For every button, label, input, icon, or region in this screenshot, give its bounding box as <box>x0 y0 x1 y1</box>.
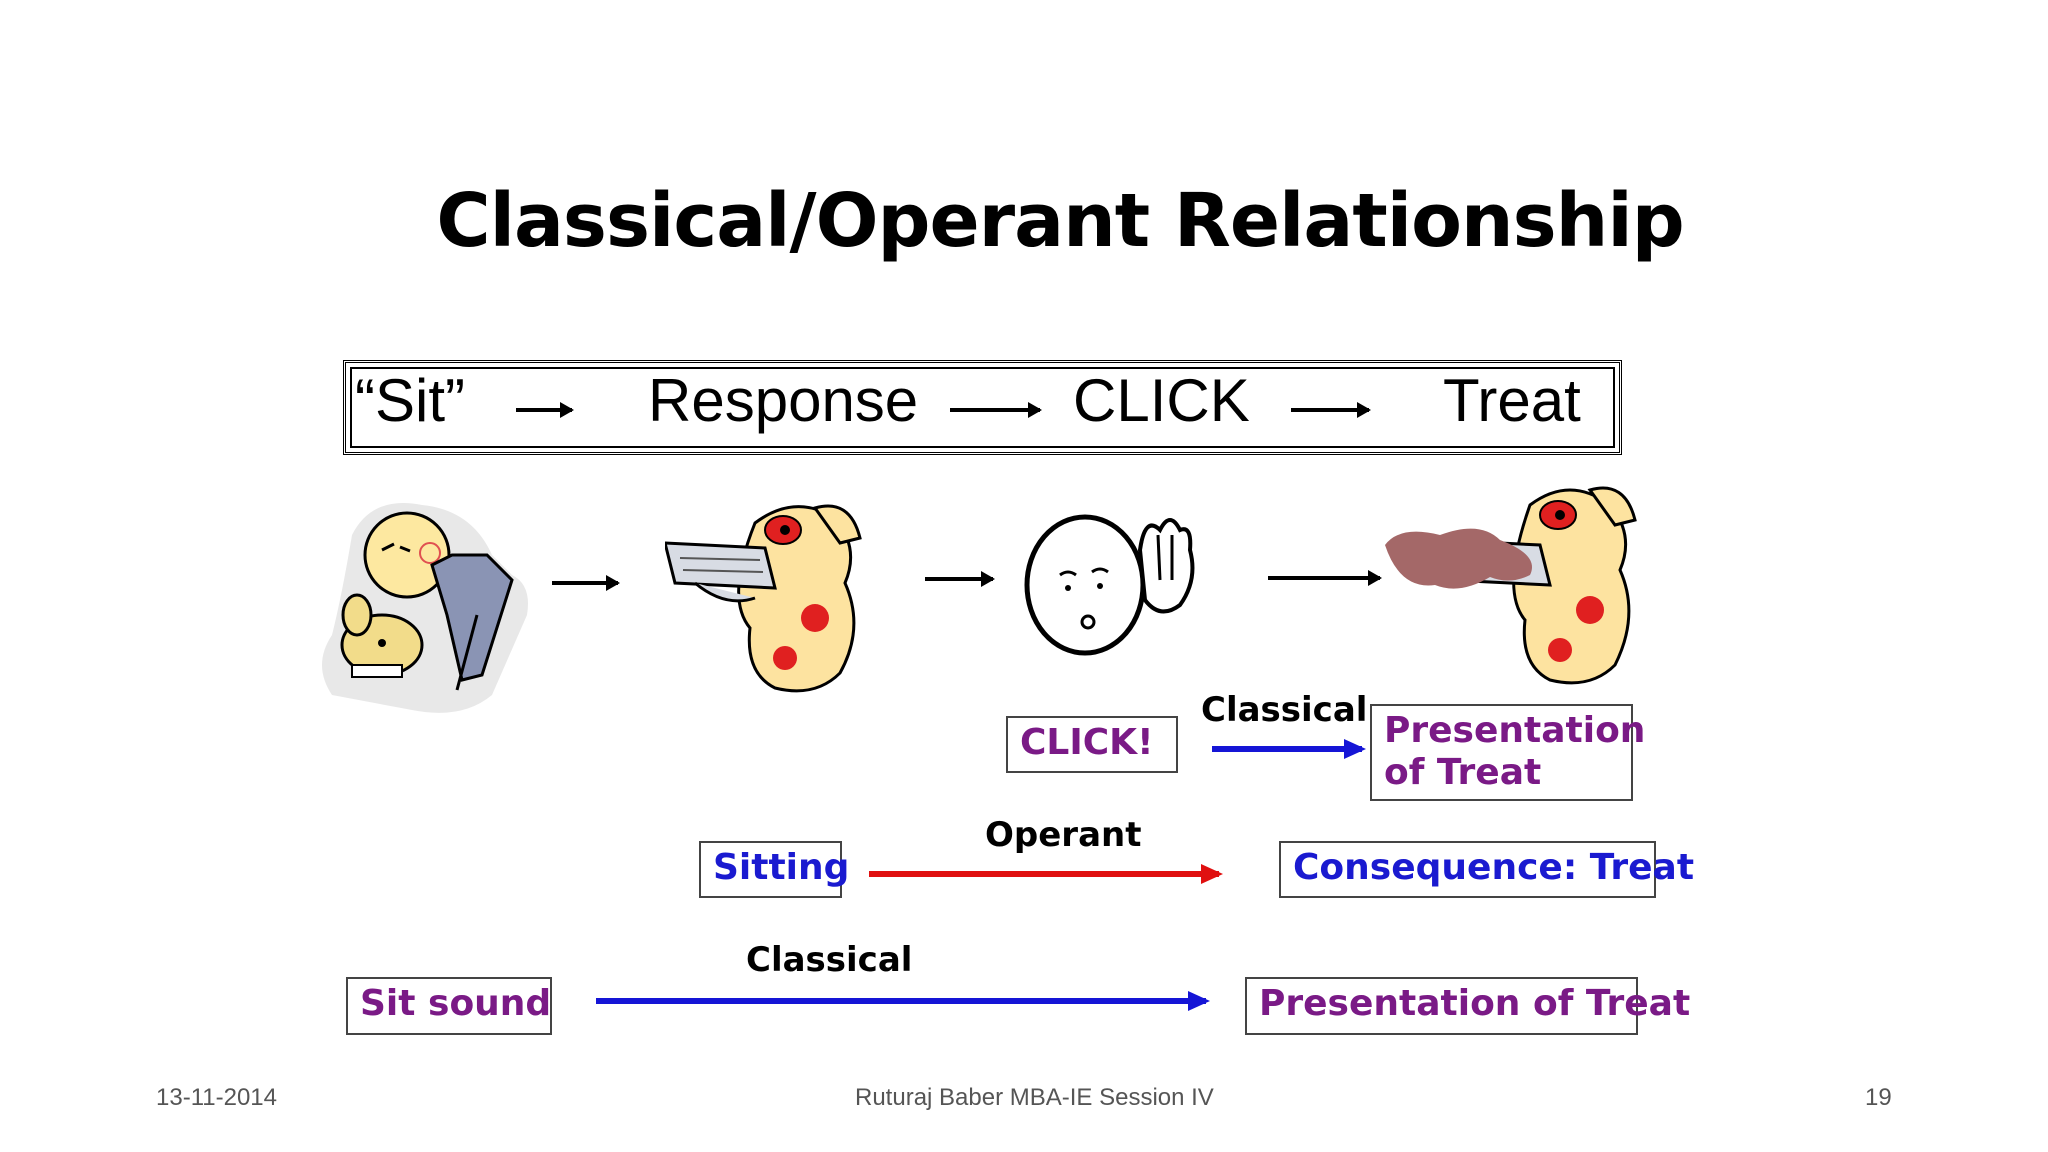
sequence-step-sit: “Sit” <box>355 367 465 434</box>
sequence-arrow-1 <box>516 402 574 418</box>
sequence-arrow-3 <box>1291 402 1371 418</box>
sit-sound-label-box: Sit sound <box>346 977 552 1035</box>
classical-label-1: Classical <box>1201 690 1368 730</box>
presentation-of-treat-line-2: of Treat <box>1384 752 1542 793</box>
operant-arrow <box>869 864 1223 884</box>
dog-with-newspaper-icon <box>665 504 862 693</box>
sequence-box <box>343 360 1622 455</box>
sequence-step-response: Response <box>648 367 919 434</box>
sequence-step-treat: Treat <box>1443 367 1581 434</box>
footer-page-number: 19 <box>1865 1084 1892 1111</box>
presentation-of-treat-box-2: Presentation of Treat <box>1245 977 1690 1035</box>
person-commanding-dog-icon <box>322 503 528 713</box>
sequence-step-click: CLICK <box>1073 367 1250 434</box>
person-clicking-icon <box>1024 514 1195 656</box>
footer-presenter: Ruturaj Baber MBA-IE Session IV <box>855 1084 1214 1111</box>
illustration-arrow-1 <box>552 575 620 591</box>
consequence-treat-box: Consequence: Treat <box>1279 841 1694 898</box>
classical-arrow-1 <box>1212 739 1366 759</box>
click-label-box: CLICK! <box>1006 716 1178 773</box>
operant-label: Operant <box>985 815 1142 855</box>
slide-title: Classical/Operant Relationship <box>436 178 1684 264</box>
sitting-label-box: Sitting <box>699 841 849 898</box>
dog-with-treat-icon <box>1385 486 1637 685</box>
illustration-arrow-3 <box>1268 570 1382 586</box>
illustration-arrow-2 <box>925 571 995 587</box>
footer-date: 13-11-2014 <box>156 1084 277 1111</box>
sequence-arrow-2 <box>950 402 1042 418</box>
classical-label-2: Classical <box>746 940 913 980</box>
presentation-of-treat-line-1: Presentation <box>1384 710 1646 751</box>
classical-arrow-2 <box>596 991 1210 1011</box>
presentation-of-treat-box-1: Presentation of Treat <box>1370 704 1646 801</box>
